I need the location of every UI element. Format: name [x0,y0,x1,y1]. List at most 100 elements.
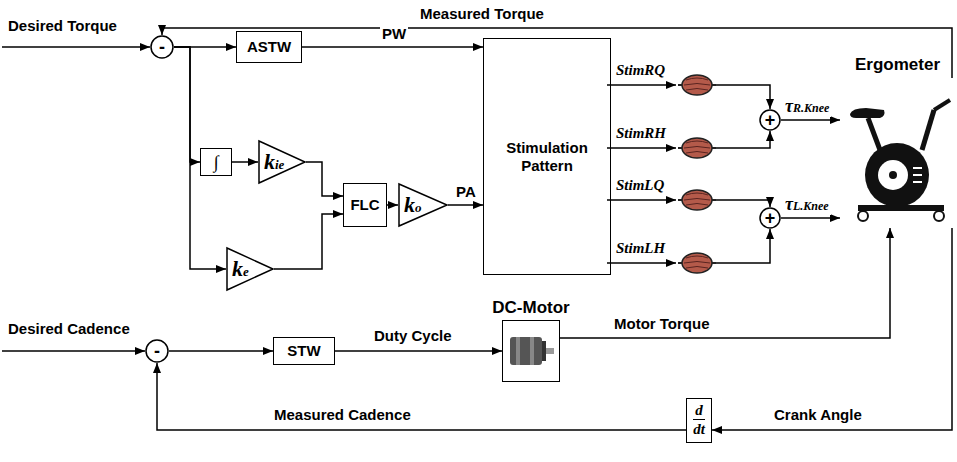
node-text: d [695,402,703,419]
signal-arrow [560,228,890,338]
ergometer-illustration-part [922,110,934,150]
signal-label: PW [380,25,408,42]
stimulation-box: Stimulation Pattern [483,38,611,275]
signal-name: StimLH [614,240,667,257]
signal-label: Measured Cadence [272,406,413,423]
stimulation-wires-part [716,85,770,109]
signal-label: τL.Knee [783,194,831,215]
controller-box: ASTW [236,31,302,63]
node-text: dt [693,419,705,438]
ergometer-illustration-part [868,118,880,150]
summing-junction: - [150,35,174,59]
ergometer-illustration-part [889,171,897,179]
outline [146,340,168,362]
summing-junction: - [145,339,169,363]
stimulation-wires-part [716,131,770,148]
node-text: ∫ [214,153,219,171]
stimulation-wires [607,85,770,263]
stimulation-wires-part [607,262,676,264]
node-text: kie [264,149,284,174]
node-text: STW [287,342,320,359]
motor-box: DC-Motor [502,320,560,382]
ergometer-illustration-part [913,181,922,183]
node-heading: DC-Motor [492,298,569,318]
signal-name: StimLQ [614,177,666,194]
gain-triangle: ko [398,183,448,227]
stimulation-wires-part [716,200,770,207]
node-text: + [765,209,776,227]
signal-arrow [302,46,483,48]
ergometer-illustration-part [913,174,922,176]
signal-arrow [169,350,273,352]
dc-motor-icon-part [530,337,534,365]
input-label: Desired Cadence [6,320,132,337]
signal-arrow [712,228,952,430]
stimulation-wires-part [607,84,676,86]
fuzzy-controller-box: FLC [343,183,387,227]
ergometer-illustration-part [934,100,950,110]
outline [151,36,173,58]
signal-arrow [174,47,200,162]
muscle-icons-part [678,190,716,210]
signal-name: StimRQ [614,62,667,79]
ergometer-illustration [850,100,950,221]
summing-junction: + [759,109,781,131]
signal-arrow [781,217,840,219]
outline [227,248,273,290]
signal-arrow [448,204,483,206]
signal-label: PA [454,183,478,200]
node-text: FLC [350,196,379,213]
signal-label: τR.Knee [783,96,831,117]
node-text: - [159,38,165,56]
derivative-box: ddt [686,398,712,443]
signal-arrow [306,162,343,196]
dc-motor-icon-part [546,348,554,354]
signal-label: Crank Angle [772,406,864,423]
muscle-icons [678,75,716,273]
signal-arrow [335,350,502,352]
outline [760,110,780,130]
node-heading: Ergometer [855,55,940,75]
outline [259,141,305,183]
signal-arrow [162,28,952,78]
controller-box: STW [273,337,335,365]
dc-motor-icon [510,337,554,365]
node-text: ke [232,256,249,281]
dc-motor-icon-part [510,337,542,365]
ergometer-illustration-part [878,160,908,190]
node-text: + [765,111,776,129]
node-text: ko [404,192,422,217]
ergometer-illustration-part [913,167,922,169]
stimulation-wires-part [716,229,770,263]
muscle-icons-part [678,138,716,158]
gain-triangle: kie [258,140,306,184]
muscle-icons-part [678,75,716,95]
dc-motor-icon-part [542,341,546,361]
ergometer-illustration-part [858,211,868,221]
signal-name: StimRH [614,125,668,142]
signal-arrow [781,119,840,121]
node-text: Stimulation Pattern [494,139,600,174]
ergometer: Ergometer [840,78,955,228]
ergometer-illustration-part [934,211,944,221]
input-arrows-part [2,350,145,352]
signal-arrow [274,214,343,269]
summing-junction: + [759,207,781,229]
signal-label: Motor Torque [612,315,712,332]
signal-arrow [157,363,686,430]
signal-arrow [387,204,398,206]
ergometer-illustration-part [858,205,944,211]
input-label: Desired Torque [6,17,119,34]
integrator-box: ∫ [200,148,232,176]
signal-label: Duty Cycle [372,327,454,344]
stimulation-wires-part [607,147,676,149]
dc-motor-icon-part [516,337,520,365]
ergometer-illustration-part [850,108,885,118]
node-text: ASTW [247,38,291,55]
node-text: - [154,342,160,360]
input-arrows-part [2,46,150,48]
signal-label: Measured Torque [418,5,546,22]
signal-arrow [232,161,258,163]
